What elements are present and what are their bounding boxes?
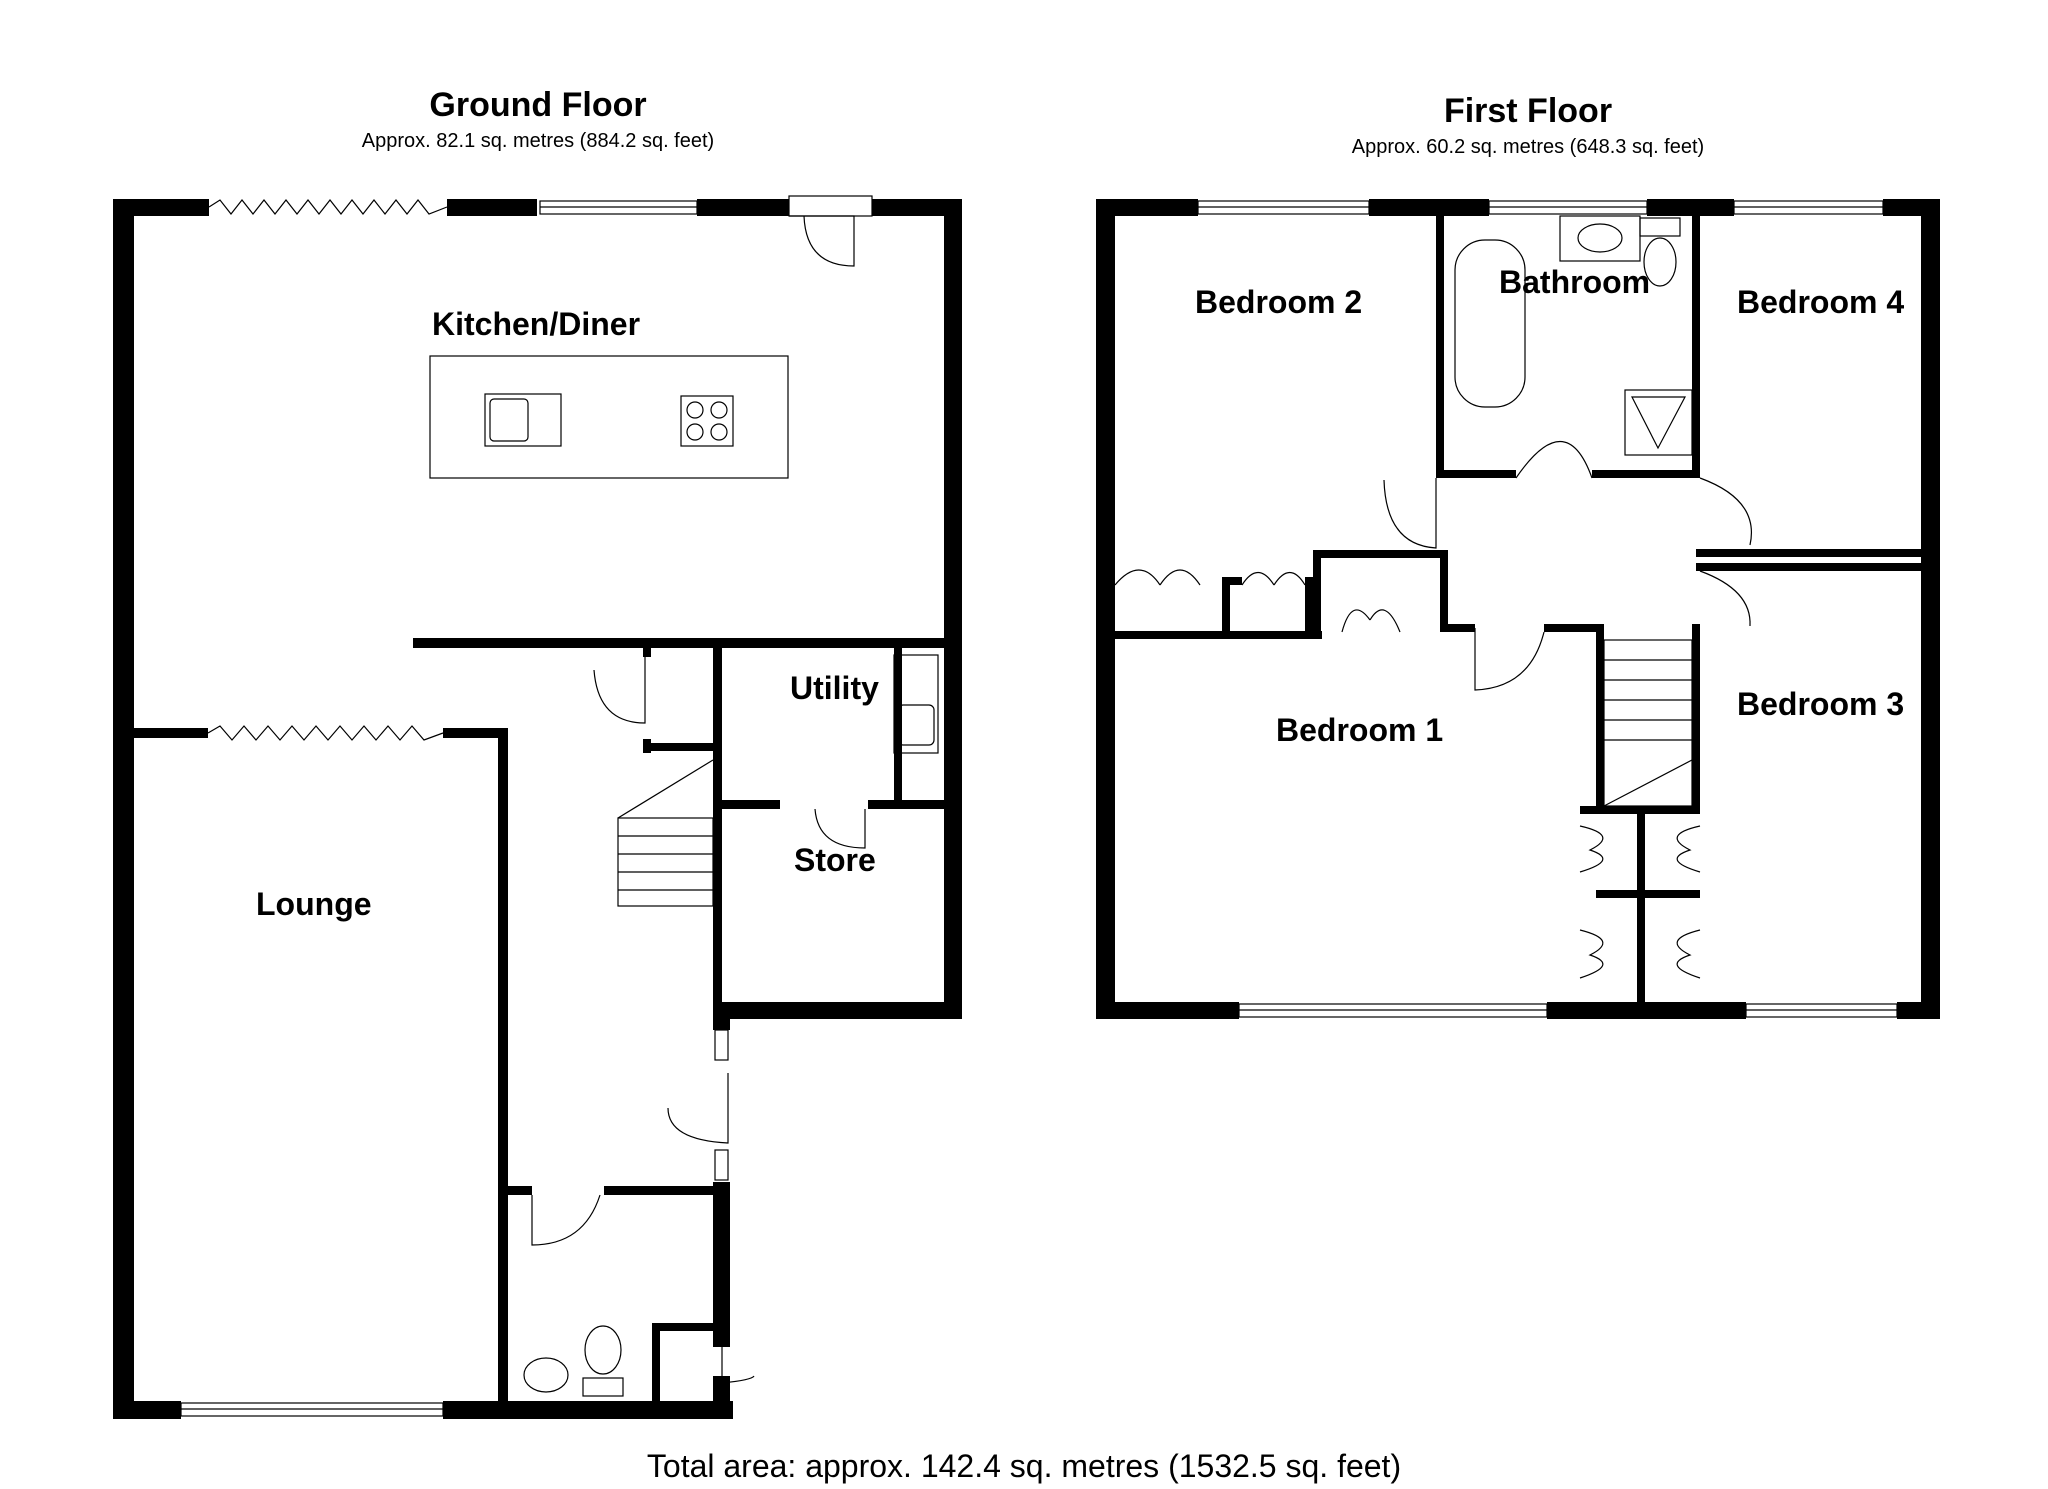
total-area: Total area: approx. 142.4 sq. metres (15… [646, 1448, 1402, 1484]
room-label-bedroom-3: Bedroom 3 [1737, 686, 1905, 722]
room-label-store: Store [794, 842, 876, 878]
first-floor-title: First Floor [1443, 92, 1613, 130]
room-label-utility: Utility [790, 670, 879, 706]
room-label-bathroom: Bathroom [1499, 264, 1651, 300]
room-label-bedroom-1: Bedroom 1 [1276, 712, 1444, 748]
ground-floor-plan [113, 195, 962, 1419]
first-floor-area: Approx. 60.2 sq. metres (648.3 sq. feet) [1351, 136, 1705, 158]
room-label-bedroom-2: Bedroom 2 [1195, 284, 1363, 320]
room-label-lounge: Lounge [256, 886, 372, 922]
room-label-bedroom-4: Bedroom 4 [1737, 284, 1905, 320]
room-label-kitchen-diner: Kitchen/Diner [432, 306, 641, 342]
first-floor-plan [1096, 199, 1940, 1019]
ground-floor-title: Ground Floor [429, 86, 647, 124]
ground-floor-area: Approx. 82.1 sq. metres (884.2 sq. feet) [361, 130, 715, 152]
